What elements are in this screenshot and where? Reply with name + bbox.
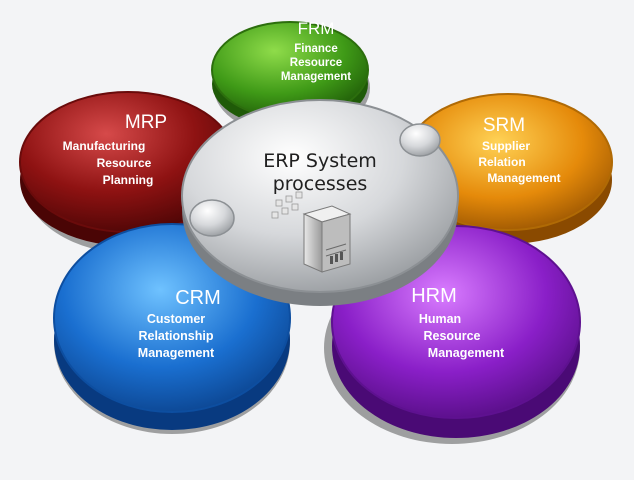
center-title-line2: processes (273, 173, 368, 195)
srm-line1: Supplier (482, 139, 530, 153)
crm-abbr: CRM (175, 287, 221, 309)
crm-line1: Customer (147, 312, 205, 326)
srm-abbr: SRM (483, 115, 525, 136)
crm-line3: Management (138, 346, 215, 360)
mrp-line3: Planning (103, 173, 154, 187)
frm-line1: Finance (294, 43, 337, 55)
hrm-line2: Resource (424, 329, 481, 343)
frm-line2: Resource (290, 57, 342, 69)
server-icon (271, 191, 352, 273)
mrp-abbr: MRP (125, 112, 167, 133)
crm-line2: Relationship (138, 329, 213, 343)
center-title-line1: ERP System (263, 150, 377, 172)
hrm-line3: Management (428, 346, 505, 360)
hrm-line1: Human (419, 312, 461, 326)
srm-line2: Relation (478, 155, 525, 169)
center-hub[interactable]: ERP System processes (181, 99, 459, 306)
mrp-line2: Resource (97, 156, 152, 170)
srm-line3: Management (487, 171, 560, 185)
frm-line3: Management (281, 71, 351, 83)
mrp-line1: Manufacturing (63, 139, 146, 153)
frm-abbr: FRM (298, 19, 335, 38)
module-hrm[interactable]: HRM Human Resource Management (331, 225, 581, 438)
hrm-abbr: HRM (411, 285, 457, 307)
